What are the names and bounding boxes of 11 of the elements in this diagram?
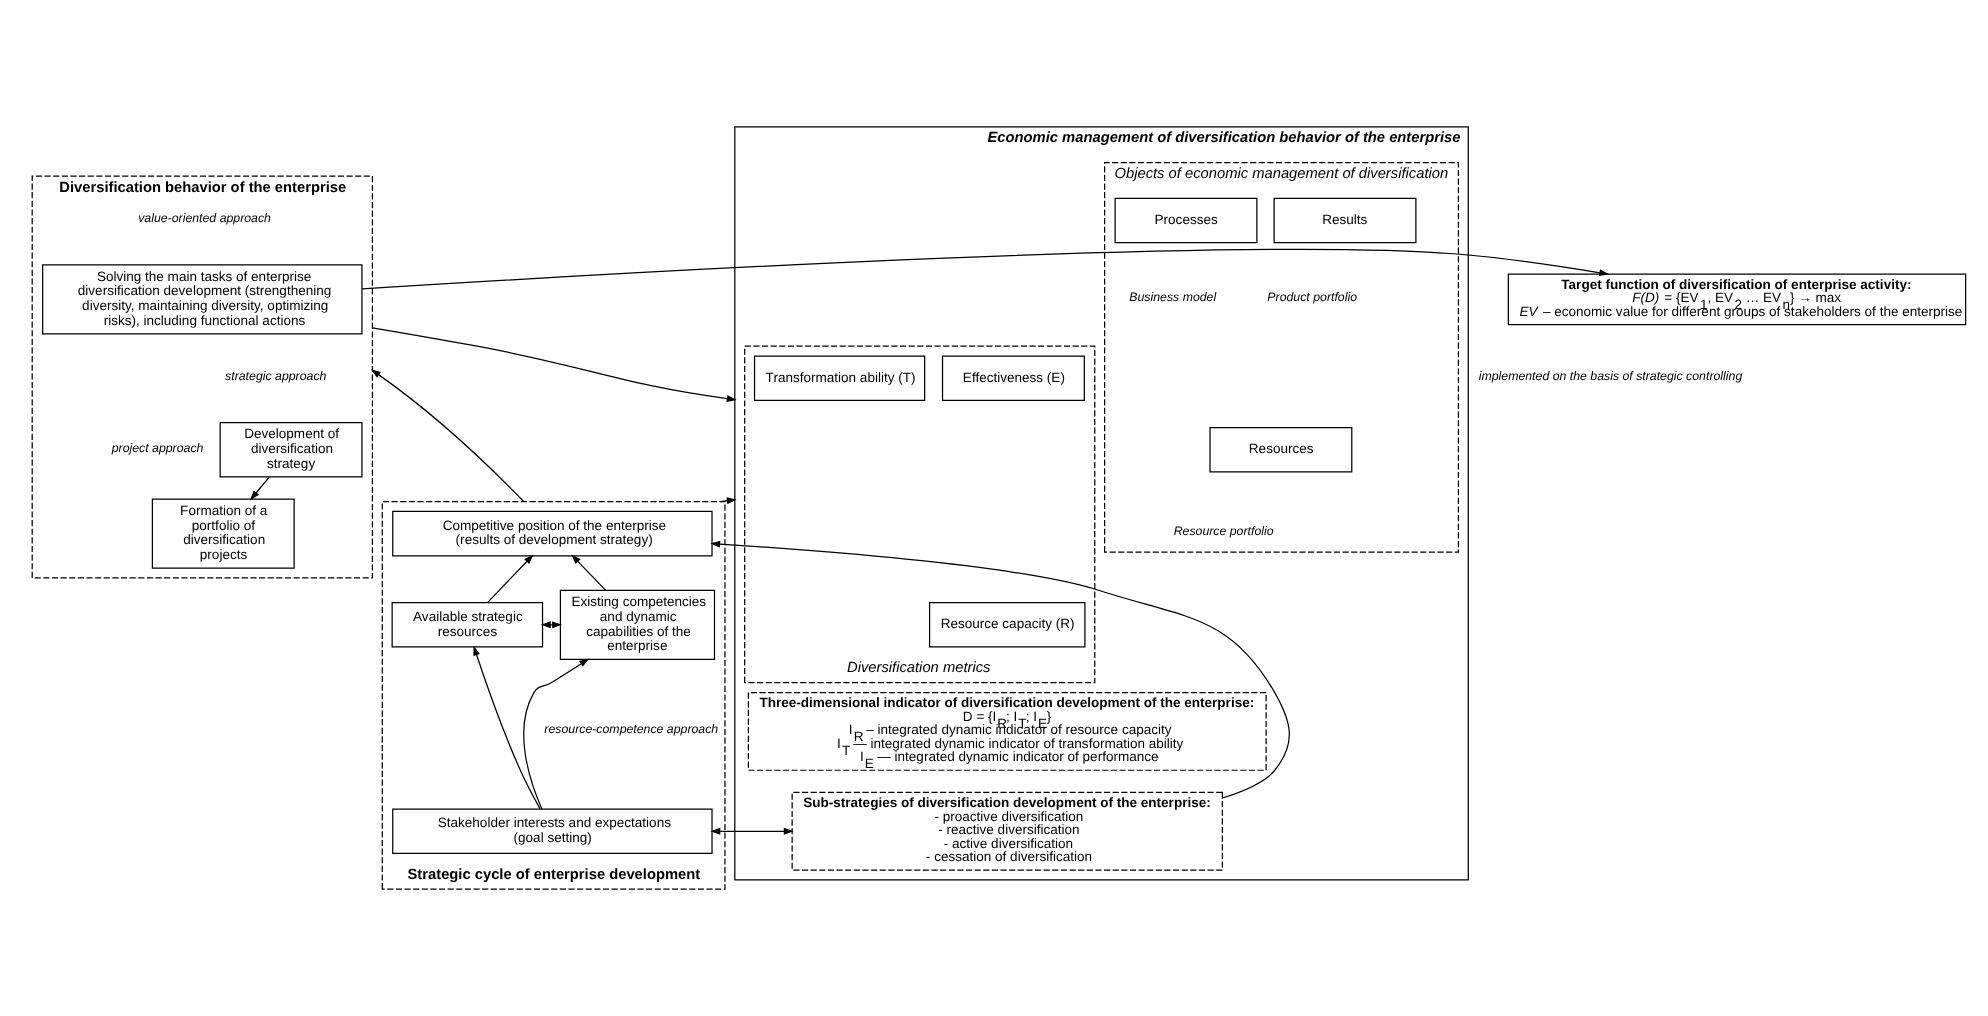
arrow [571,554,607,591]
arrow [720,497,737,505]
arrow [487,554,534,603]
arrow [523,658,590,810]
arrow [473,645,541,810]
arrow [371,327,737,403]
arrow [710,827,794,835]
arrow [361,248,1610,290]
arrow [370,369,525,503]
arrow [710,540,1290,799]
arrow [250,476,270,501]
